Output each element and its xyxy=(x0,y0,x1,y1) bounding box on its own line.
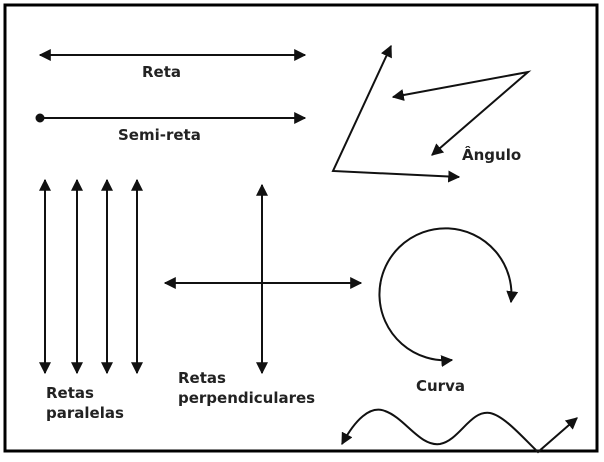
label-perpendiculares-1: Retas xyxy=(178,369,226,387)
label-paralelas-2: paralelas xyxy=(46,404,124,422)
wave-curve xyxy=(341,408,578,454)
frame xyxy=(3,3,599,453)
label-curva: Curva xyxy=(416,377,465,395)
label-reta: Reta xyxy=(142,63,181,81)
curve-arc xyxy=(378,227,519,368)
angle-1 xyxy=(331,44,461,183)
label-semi-reta: Semi-reta xyxy=(118,126,201,144)
angle-2 xyxy=(391,70,532,156)
label-angulo: Ângulo xyxy=(462,145,521,164)
label-perpendiculares-2: perpendiculares xyxy=(178,389,315,407)
label-paralelas-1: Retas xyxy=(46,384,94,402)
